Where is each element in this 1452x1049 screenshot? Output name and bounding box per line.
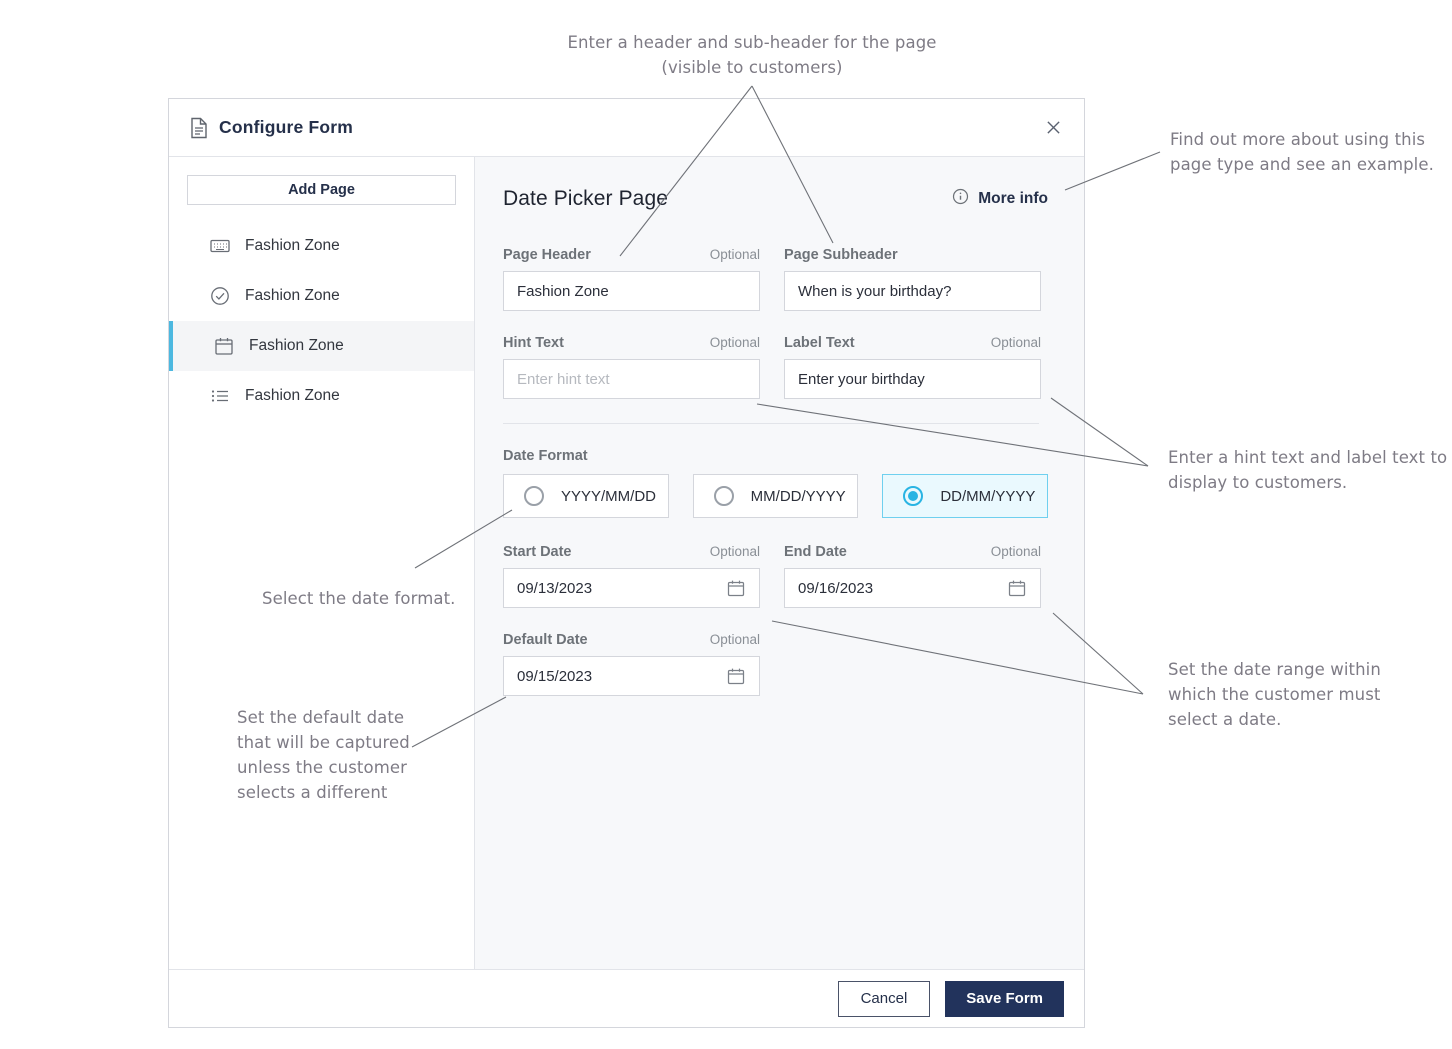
page-subheader-input[interactable]: When is your birthday?: [784, 271, 1041, 311]
field-hint-text: Hint Text Optional Enter hint text: [503, 335, 760, 399]
hint-text-label: Hint Text: [503, 335, 564, 351]
date-format-option-label: DD/MM/YYYY: [940, 487, 1036, 505]
check-circle-icon: [209, 285, 231, 307]
page-header-optional: Optional: [709, 247, 760, 262]
start-date-value: 09/13/2023: [517, 579, 593, 597]
sidebar-item-page-3[interactable]: Fashion Zone: [169, 321, 474, 371]
annotation-more-info: Find out more about using this page type…: [1170, 130, 1434, 174]
pages-sidebar: Add Page Fashion Zone: [169, 157, 475, 969]
field-label-text: Label Text Optional Enter your birthday: [784, 335, 1041, 399]
field-page-header: Page Header Optional Fashion Zone: [503, 247, 760, 311]
page-subheader-label: Page Subheader: [784, 247, 898, 263]
date-format-option-label: YYYY/MM/DD: [561, 487, 657, 505]
date-format-option-label: MM/DD/YYYY: [750, 487, 846, 505]
close-icon[interactable]: [1038, 113, 1068, 143]
hint-text-placeholder: Enter hint text: [517, 370, 610, 388]
page-title: Date Picker Page: [503, 187, 669, 210]
sidebar-item-label: Fashion Zone: [249, 337, 344, 354]
field-default-date: Default Date Optional 09/15/2023: [503, 632, 760, 696]
more-info-button[interactable]: More info: [952, 188, 1048, 210]
start-date-input[interactable]: 09/13/2023: [503, 568, 760, 608]
list-icon: [209, 385, 231, 407]
date-format-option-dd-mm-yyyy[interactable]: DD/MM/YYYY: [882, 474, 1049, 518]
more-info-label: More info: [978, 190, 1048, 207]
calendar-icon: [213, 335, 235, 357]
hint-text-input[interactable]: Enter hint text: [503, 359, 760, 399]
label-text-optional: Optional: [990, 335, 1041, 350]
date-format-option-mm-dd-yyyy[interactable]: MM/DD/YYYY: [692, 474, 859, 518]
annotation-date-range: Set the date range within which the cust…: [1168, 660, 1381, 729]
end-date-optional: Optional: [990, 544, 1041, 559]
label-text-input[interactable]: Enter your birthday: [784, 359, 1041, 399]
end-date-input[interactable]: 09/16/2023: [784, 568, 1041, 608]
end-date-value: 09/16/2023: [798, 579, 874, 597]
configure-form-dialog: Configure Form Add Page Fashion Zone: [168, 98, 1085, 1028]
default-date-value: 09/15/2023: [517, 667, 593, 685]
document-icon: [189, 117, 209, 139]
end-date-label: End Date: [784, 544, 847, 560]
start-date-label: Start Date: [503, 544, 572, 560]
field-end-date: End Date Optional 09/16/2023: [784, 544, 1041, 608]
annotation-date-format: Select the date format.: [262, 589, 456, 608]
save-label: Save Form: [966, 990, 1043, 1007]
sidebar-item-page-2[interactable]: Fashion Zone: [169, 271, 474, 321]
calendar-icon[interactable]: [1007, 578, 1027, 598]
field-row-headers: Page Header Optional Fashion Zone Page S…: [503, 247, 1048, 311]
default-date-input[interactable]: 09/15/2023: [503, 656, 760, 696]
page-subheader-value: When is your birthday?: [798, 282, 952, 300]
page-header-value: Fashion Zone: [517, 282, 609, 300]
dialog-body: Add Page Fashion Zone: [169, 157, 1084, 969]
calendar-icon[interactable]: [726, 666, 746, 686]
annotation-hint-label: Enter a hint text and label text to disp…: [1168, 448, 1448, 492]
page-header-label: Page Header: [503, 247, 591, 263]
sidebar-item-label: Fashion Zone: [245, 237, 340, 254]
panel-header: Date Picker Page More info: [503, 187, 1048, 211]
cancel-button[interactable]: Cancel: [837, 980, 931, 1017]
sidebar-item-page-1[interactable]: Fashion Zone: [169, 221, 474, 271]
radio-icon: [524, 486, 544, 506]
date-format-label: Date Format: [503, 448, 588, 464]
add-page-button[interactable]: Add Page: [187, 175, 456, 205]
field-start-date: Start Date Optional 09/13/2023: [503, 544, 760, 608]
radio-icon: [713, 486, 734, 506]
date-format-options: YYYY/MM/DD MM/DD/YYYY DD/MM/YYYY: [503, 474, 1049, 518]
save-form-button[interactable]: Save Form: [945, 980, 1064, 1017]
field-page-subheader: Page Subheader When is your birthday?: [784, 247, 1041, 311]
dialog-header: Configure Form: [169, 99, 1084, 157]
dialog-title: Configure Form: [219, 117, 354, 137]
section-divider: [503, 423, 1039, 424]
start-date-optional: Optional: [709, 544, 760, 559]
hint-text-optional: Optional: [709, 335, 760, 350]
calendar-icon[interactable]: [726, 578, 746, 598]
date-format-option-yyyy-mm-dd[interactable]: YYYY/MM/DD: [503, 474, 669, 518]
keyboard-input-icon: [209, 235, 231, 257]
page-header-input[interactable]: Fashion Zone: [503, 271, 760, 311]
sidebar-item-label: Fashion Zone: [245, 287, 340, 304]
default-date-label: Default Date: [503, 632, 588, 648]
annotation-header-subheader: Enter a header and sub-header for the pa…: [567, 33, 937, 77]
info-circle-icon: [952, 188, 969, 210]
sidebar-item-page-4[interactable]: Fashion Zone: [169, 371, 474, 421]
add-page-label: Add Page: [288, 182, 355, 198]
label-text-value: Enter your birthday: [798, 370, 925, 388]
sidebar-item-label: Fashion Zone: [245, 387, 340, 404]
cancel-label: Cancel: [860, 990, 908, 1007]
page-settings-panel: Date Picker Page More info: [475, 157, 1084, 969]
field-row-default-date: Default Date Optional 09/15/2023: [503, 632, 1048, 696]
label-text-label: Label Text: [784, 335, 855, 351]
field-row-date-range: Start Date Optional 09/13/2023: [503, 544, 1048, 608]
annotation-default-date: Set the default date that will be captur…: [237, 708, 410, 802]
radio-icon-selected: [903, 486, 924, 506]
default-date-optional: Optional: [709, 632, 760, 647]
field-row-hint-label: Hint Text Optional Enter hint text Label…: [503, 335, 1048, 399]
dialog-footer: Cancel Save Form: [169, 969, 1084, 1027]
